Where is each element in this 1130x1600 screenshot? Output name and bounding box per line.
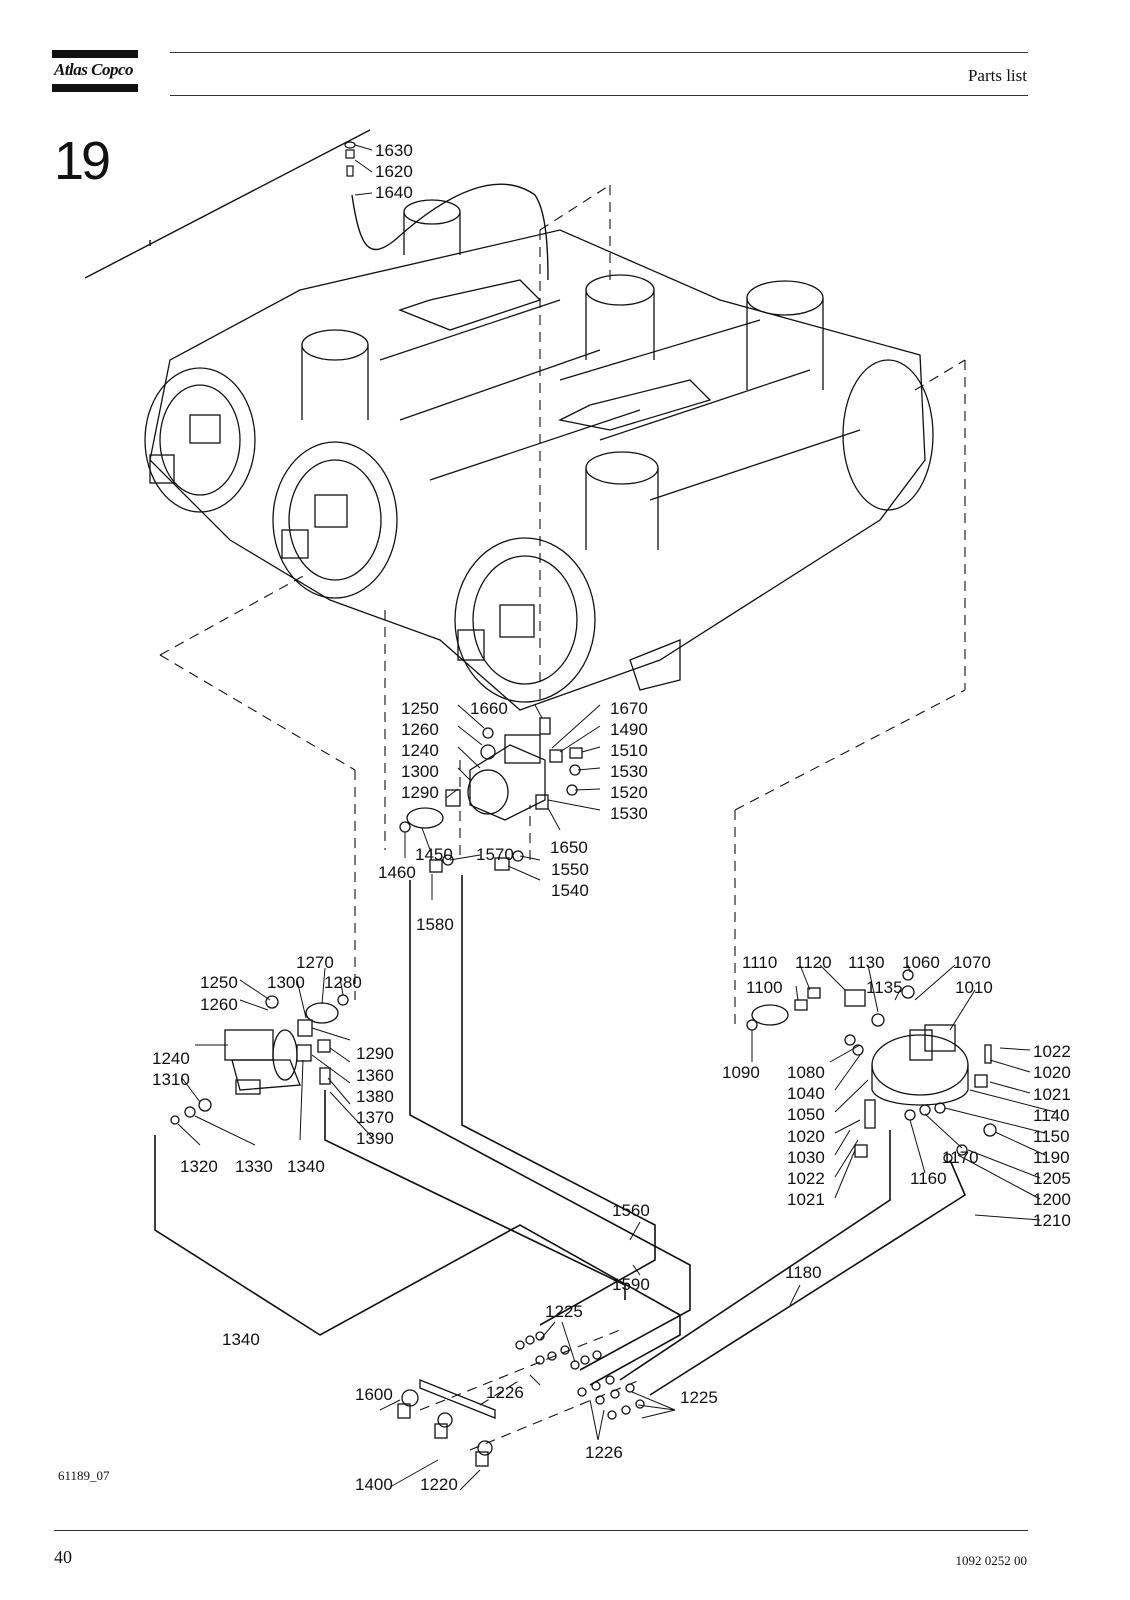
part-label: 1580 (416, 915, 454, 934)
part-label: 1520 (610, 783, 648, 802)
part-label: 1640 (375, 183, 413, 202)
part-label: 1590 (612, 1275, 650, 1294)
part-label: 1226 (486, 1383, 524, 1402)
part-label: 1226 (585, 1443, 623, 1462)
part-label: 1390 (356, 1129, 394, 1148)
part-label: 1540 (551, 881, 589, 900)
part-label: 1360 (356, 1066, 394, 1085)
top-fitting-1630 (344, 141, 356, 177)
part-label: 1290 (356, 1044, 394, 1063)
part-label: 1240 (401, 741, 439, 760)
part-label: 1570 (476, 845, 514, 864)
part-label: 1220 (420, 1475, 458, 1494)
part-label: 1100 (746, 978, 783, 997)
figure-id: 61189_07 (58, 1468, 110, 1483)
header-rule-bottom (170, 95, 1028, 96)
part-label: 1225 (545, 1302, 583, 1321)
part-label: 1225 (680, 1388, 718, 1407)
logo-bar-bottom (52, 84, 138, 92)
part-label: 1370 (356, 1108, 394, 1127)
part-label: 1670 (610, 699, 648, 718)
part-label: 1120 (795, 953, 832, 972)
part-label: 1270 (296, 953, 334, 972)
part-label: 1050 (787, 1105, 825, 1124)
hose-lines (154, 875, 967, 1396)
part-label: 1550 (551, 860, 589, 879)
part-label: 1650 (550, 838, 588, 857)
part-label: 1080 (787, 1063, 825, 1082)
part-label: 1020 (1033, 1063, 1071, 1082)
part-label: 1170 (942, 1148, 979, 1167)
part-label: 1620 (375, 162, 413, 181)
part-label: 1460 (378, 863, 416, 882)
logo-bar-top (52, 50, 138, 58)
part-label: 1300 (267, 973, 305, 992)
part-label: 1022 (787, 1169, 825, 1188)
part-label: 1180 (785, 1263, 822, 1282)
part-label: 1600 (355, 1385, 393, 1404)
part-label: 1660 (470, 699, 508, 718)
part-label: 1400 (355, 1475, 393, 1494)
right-valve-assembly (746, 969, 997, 1163)
part-label: 1140 (1033, 1106, 1070, 1125)
part-label: 1630 (375, 141, 413, 160)
part-label: 1290 (401, 783, 439, 802)
left-valve-assembly (170, 994, 349, 1125)
part-label: 1560 (612, 1201, 650, 1220)
part-label: 1021 (1033, 1085, 1071, 1104)
part-label: 1150 (1033, 1127, 1070, 1146)
part-labels: 1630 1620 1640 1250 1660 1670 1260 1490 … (152, 141, 1071, 1494)
bottom-fittings (397, 1331, 645, 1467)
part-label: 1280 (324, 973, 362, 992)
part-label: 1340 (287, 1157, 325, 1176)
footer-rule (54, 1530, 1028, 1531)
section-number: 19 (54, 131, 111, 191)
part-label: 1450 (415, 845, 453, 864)
page-number: 40 (54, 1547, 72, 1567)
part-label: 1530 (610, 762, 648, 781)
part-label: 1310 (152, 1070, 190, 1089)
part-label: 1190 (1033, 1148, 1070, 1167)
part-label: 1210 (1033, 1211, 1071, 1230)
part-label: 1240 (152, 1049, 190, 1068)
part-label: 1530 (610, 804, 648, 823)
part-label: 1160 (910, 1169, 947, 1188)
part-label: 1130 (848, 953, 885, 972)
part-label: 1250 (200, 973, 238, 992)
document-number: 1092 0252 00 (955, 1553, 1028, 1568)
part-label: 1060 (902, 953, 940, 972)
part-label: 1340 (222, 1330, 260, 1349)
brand-logo: Atlas Copco (54, 60, 134, 79)
part-label: 1021 (787, 1190, 825, 1209)
part-label: 1260 (200, 995, 238, 1014)
part-label: 1205 (1033, 1169, 1071, 1188)
header-rule-top (170, 52, 1028, 53)
part-label: 1070 (953, 953, 991, 972)
part-label: 1040 (787, 1084, 825, 1103)
part-label: 1090 (722, 1063, 760, 1082)
part-label: 1030 (787, 1148, 825, 1167)
part-label: 1510 (610, 741, 648, 760)
central-valve-assembly (399, 717, 583, 873)
part-label: 1490 (610, 720, 648, 739)
part-label: 1110 (742, 953, 777, 972)
part-label: 1010 (955, 978, 993, 997)
part-label: 1300 (401, 762, 439, 781)
part-label: 1200 (1033, 1190, 1071, 1209)
part-label: 1260 (401, 720, 439, 739)
part-label: 1020 (787, 1127, 825, 1146)
part-label: 1320 (180, 1157, 218, 1176)
compressor-elements (144, 199, 934, 711)
part-label: 1380 (356, 1087, 394, 1106)
part-label: 1250 (401, 699, 439, 718)
leader-lines (177, 144, 1056, 1491)
part-label: 1022 (1033, 1042, 1071, 1061)
part-label: 1330 (235, 1157, 273, 1176)
part-label: 1135 (866, 978, 903, 997)
page-header-title: Parts list (967, 66, 1027, 85)
